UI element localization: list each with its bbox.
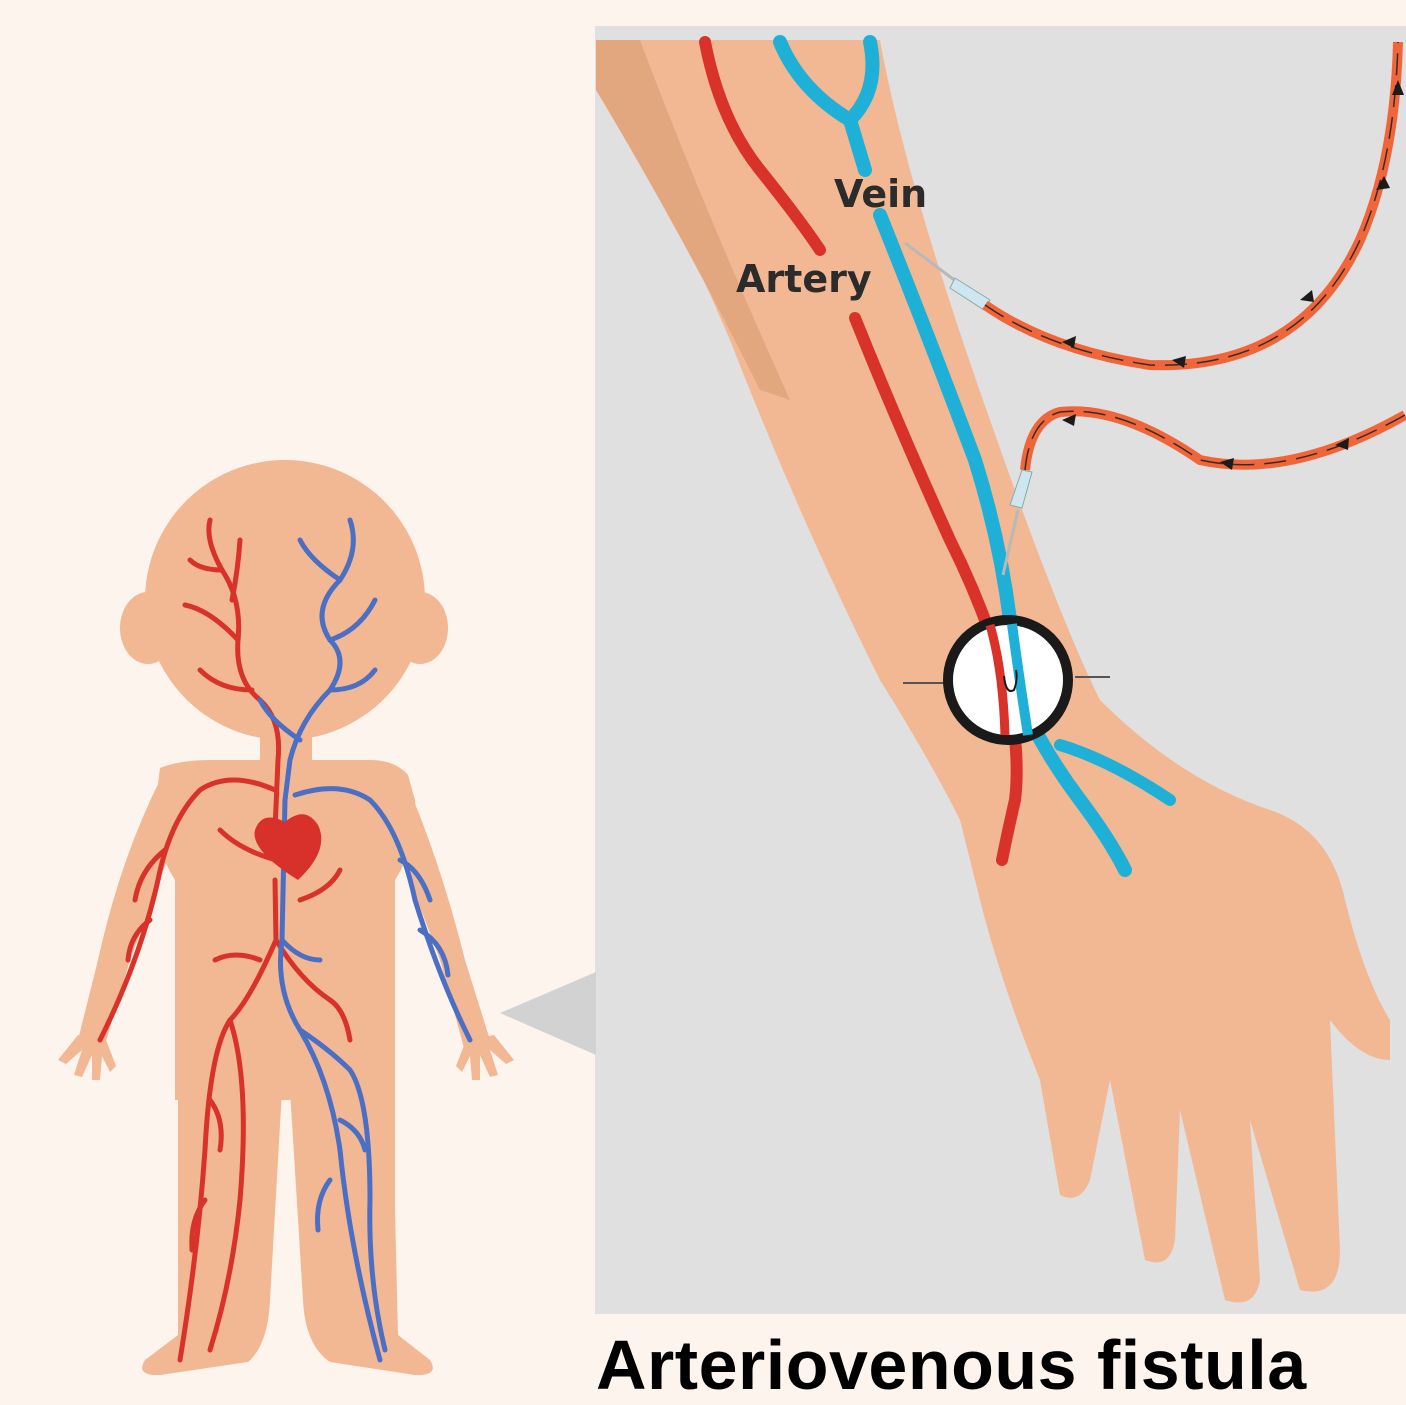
callout-pointer (500, 972, 596, 1055)
child-figure (58, 460, 514, 1375)
diagram-title: Arteriovenous fistula (596, 1325, 1307, 1405)
vein-label: Vein (834, 172, 927, 216)
artery-label: Artery (736, 257, 872, 301)
